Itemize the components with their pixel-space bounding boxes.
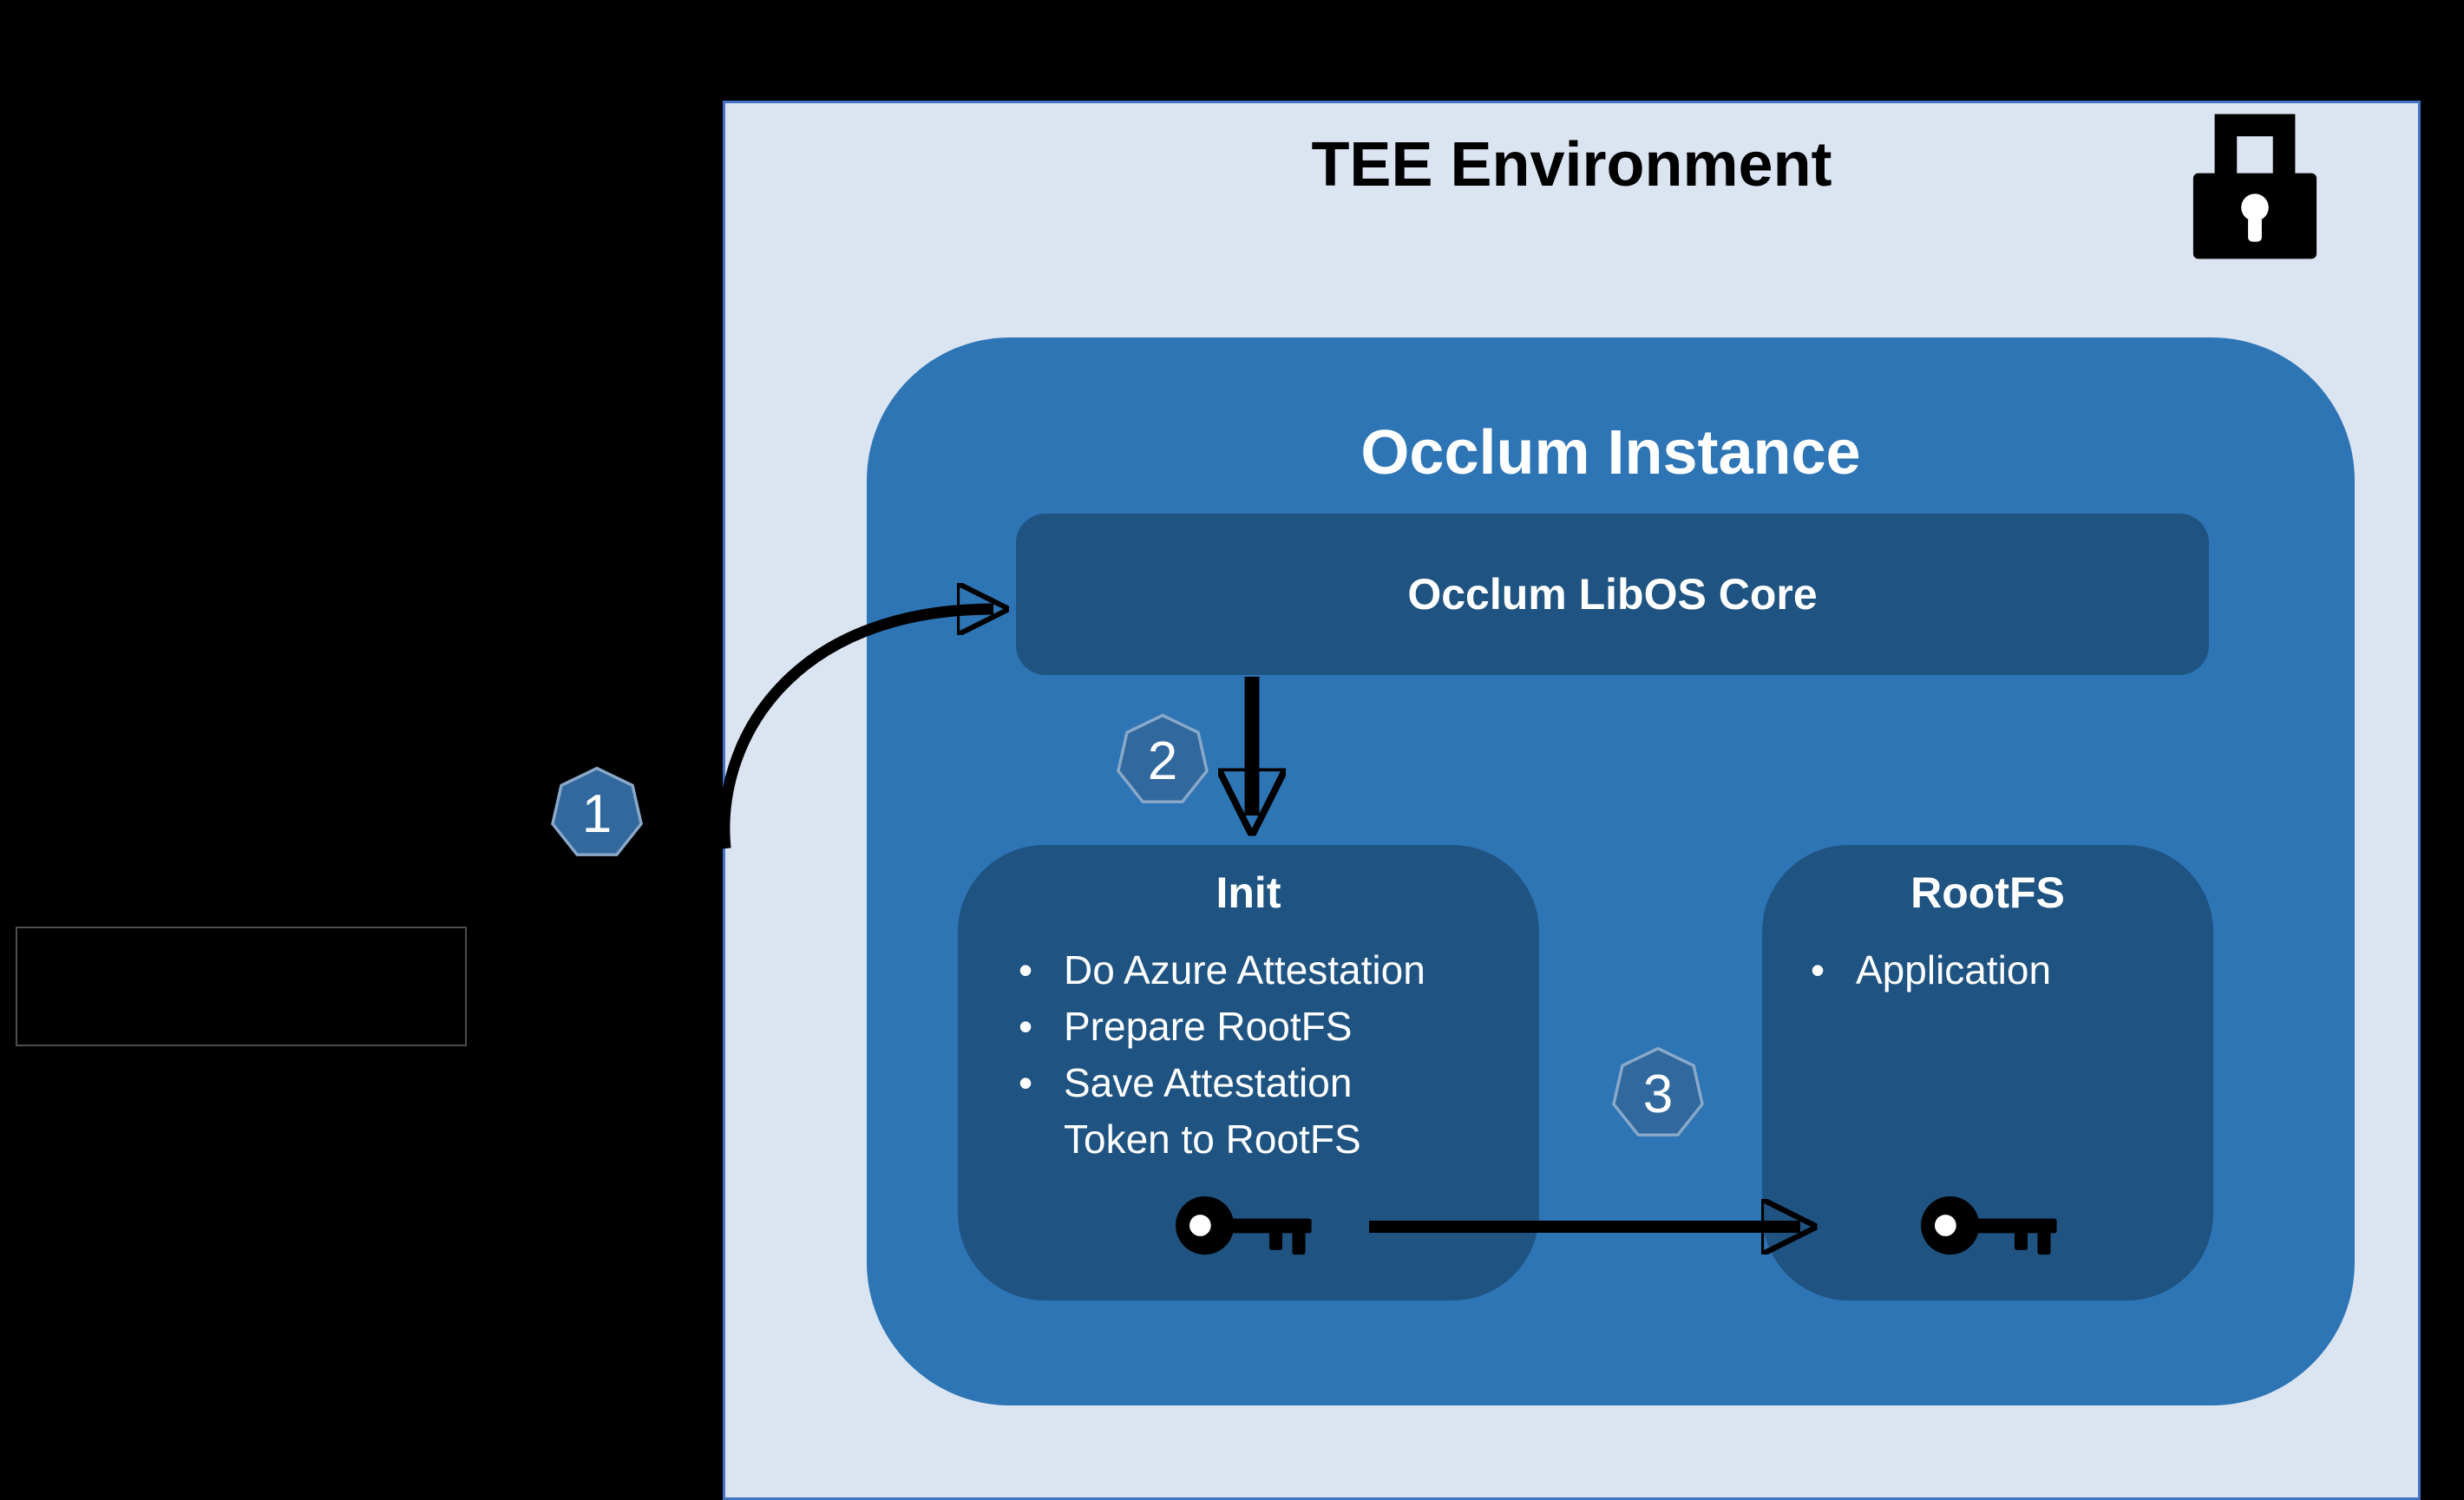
init-bullet-item: Do Azure Attestation <box>1013 942 1458 999</box>
init-box-title: Init <box>1216 868 1281 917</box>
heptagon-icon <box>1117 713 1209 803</box>
init-bullet-list: Do Azure Attestation Prepare RootFS Save… <box>1013 942 1458 1168</box>
step-number-1: 1 <box>581 783 613 844</box>
step-badge-2: 2 <box>1113 711 1212 810</box>
occlum-libos-core-box: Occlum LibOS Core <box>1016 514 2209 675</box>
occlum-instance: Occlum Instance Occlum LibOS Core Init D… <box>867 337 2355 1405</box>
init-bullet-item: Save Attestation Token to RootFS <box>1013 1055 1458 1168</box>
hidden-label-box <box>16 927 467 1046</box>
rootfs-box: RootFS Application <box>1762 845 2213 1300</box>
init-bullet-item: Prepare RootFS <box>1013 999 1458 1055</box>
heptagon-icon <box>1612 1046 1704 1136</box>
step-number-2: 2 <box>1147 730 1178 791</box>
occlum-instance-title: Occlum Instance <box>1360 418 1861 488</box>
rootfs-bullet-item: Application <box>1805 942 2179 999</box>
step-badge-1: 1 <box>547 764 646 863</box>
tee-environment: TEE Environment Occlum Instance Occlum L… <box>723 101 2421 1500</box>
tee-environment-title: TEE Environment <box>1311 130 1832 200</box>
rootfs-box-title: RootFS <box>1910 868 2065 917</box>
lock-icon <box>2192 114 2317 259</box>
step-number-3: 3 <box>1642 1064 1674 1124</box>
key-icon <box>1921 1195 2057 1255</box>
key-icon <box>1176 1195 1312 1255</box>
occlum-libos-core-label: Occlum LibOS Core <box>1407 570 1818 619</box>
rootfs-bullet-list: Application <box>1805 942 2179 999</box>
init-box: Init Do Azure Attestation Prepare RootFS… <box>958 845 1539 1300</box>
heptagon-icon <box>551 766 643 856</box>
step-badge-3: 3 <box>1609 1045 1707 1143</box>
